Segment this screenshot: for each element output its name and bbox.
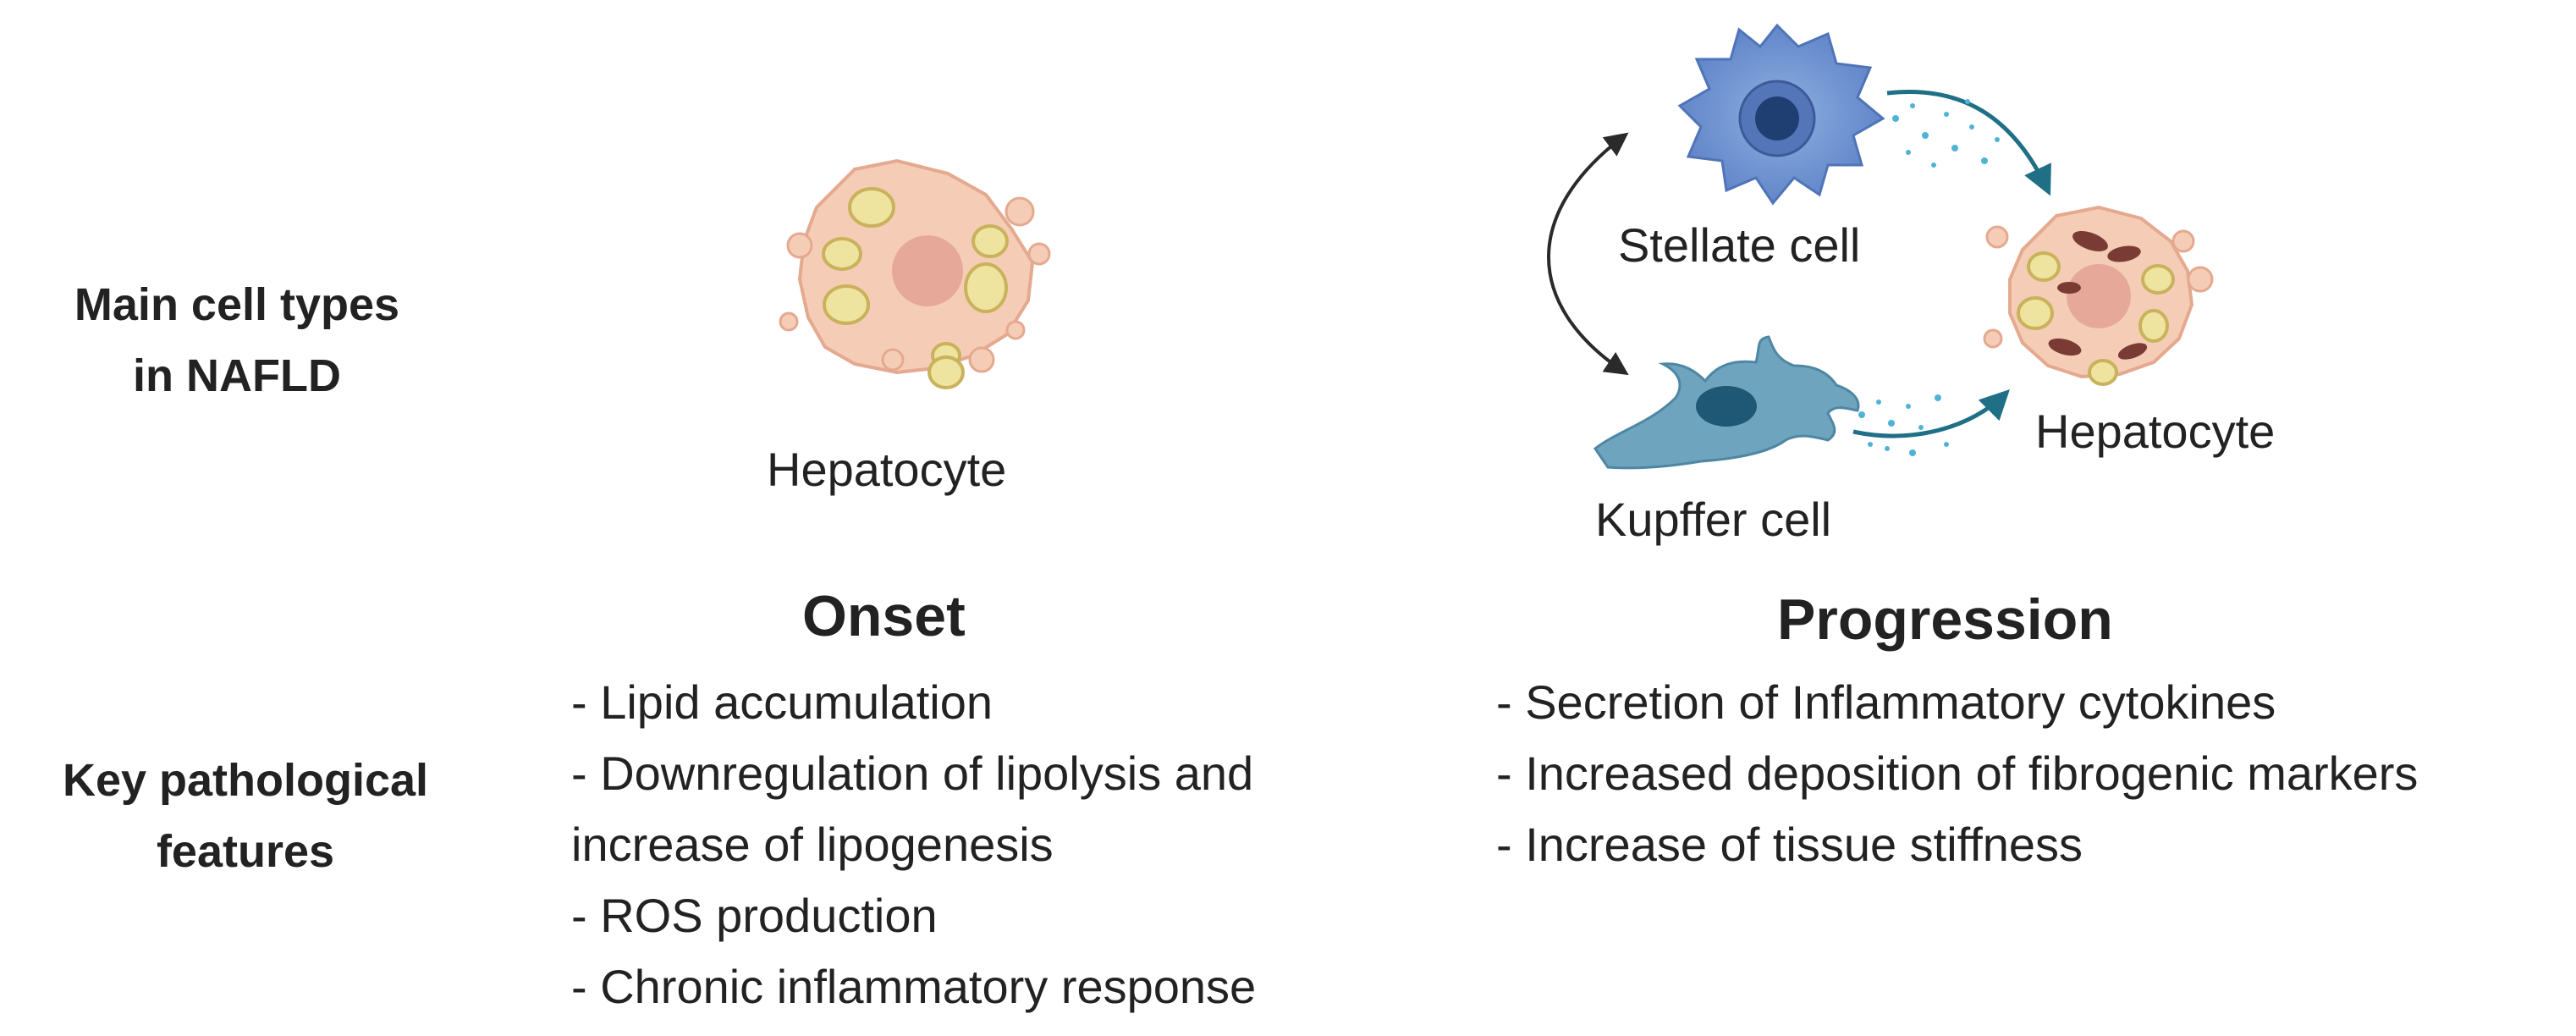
onset-hepatocyte-icon [779, 158, 1051, 389]
kupffer-cell-icon [1593, 335, 1860, 470]
onset-heading: Onset [802, 584, 966, 648]
onset-features-list: - Lipid accumulation - Downregulation of… [571, 667, 1256, 1022]
progression-features-list: - Secretion of Inflammatory cytokines - … [1496, 667, 2418, 880]
onset-feature-item: - Lipid accumulation [571, 675, 994, 729]
row-label-features-line1: Key pathological [62, 755, 429, 806]
stellate-kupffer-double-arrow [1547, 132, 1629, 376]
row-label-cell-types-line2: in NAFLD [133, 350, 341, 401]
row-label-cell-types-line1: Main cell types [74, 279, 400, 330]
cytokine-dots-lower [1858, 394, 1949, 456]
stellate-to-hepatocyte-arrow [1886, 90, 2051, 196]
onset-feature-item: - ROS production [571, 889, 938, 942]
onset-feature-item: - Downregulation of lipolysis and [571, 747, 1254, 800]
progression-hepatocyte-caption: Hepatocyte [2035, 405, 2276, 458]
progression-heading: Progression [1777, 587, 2113, 652]
row-label-features-line2: features [156, 826, 335, 877]
stellate-cell-caption: Stellate cell [1618, 218, 1861, 272]
progression-hepatocyte-icon [1983, 205, 2214, 386]
progression-feature-item: - Secretion of Inflammatory cytokines [1496, 675, 2276, 729]
progression-feature-item: - Increased deposition of fibrogenic mar… [1496, 747, 2419, 800]
cytokine-dots-upper [1892, 99, 2000, 168]
progression-feature-item: - Increase of tissue stiffness [1496, 818, 2083, 871]
onset-hepatocyte-caption: Hepatocyte [767, 443, 1007, 496]
kupffer-cell-caption: Kupffer cell [1595, 493, 1832, 546]
row-label-cell-types: Main cell types in NAFLD [0, 269, 474, 411]
kupffer-to-hepatocyte-arrow [1852, 389, 2010, 438]
row-label-features: Key pathological features [8, 745, 482, 887]
onset-feature-item: increase of lipogenesis [571, 818, 1054, 871]
onset-feature-item: - Chronic inflammatory response [571, 960, 1257, 1013]
stellate-cell-icon [1677, 23, 1885, 206]
